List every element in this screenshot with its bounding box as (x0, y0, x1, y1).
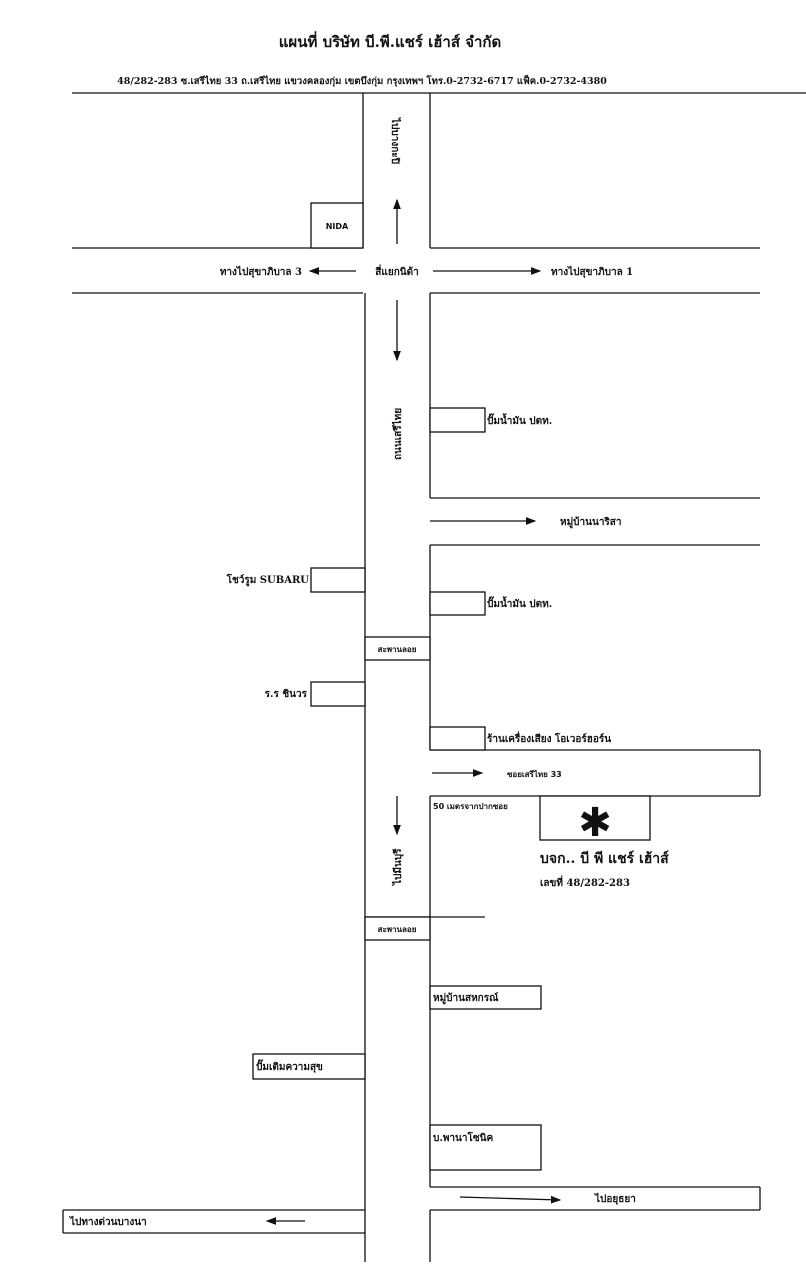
audio-shop-box (429, 726, 486, 751)
road-label-seri-thai: ถนนเสรีไทย (391, 408, 404, 460)
footbridge-1-box (364, 636, 431, 661)
map-title: แผนที่ บริษัท บี.พี.แชร์ เฮ้าส์ จำกัด (279, 31, 502, 51)
footbridge-2-label: สะพานลอย (378, 925, 417, 934)
happiness-station-box (252, 1053, 366, 1080)
school-label: ร.ร ชินวร (265, 688, 308, 700)
panasonic-box (429, 1124, 542, 1171)
road-label-sukhaphiban1: ทางไปสุขาภิบาล 1 (551, 265, 633, 278)
audio-shop-label: ร้านเครื่องเสียง โอเวอร์ฮอร์น (487, 731, 611, 745)
panasonic-label: บ.พานาโซนิค (433, 1131, 493, 1144)
narisa-village-label: หมู่บ้านนาริสา (560, 516, 622, 529)
company-box (539, 795, 651, 841)
footbridge-2-box (364, 916, 431, 941)
happiness-station-label: ปั๊มเติมความสุข (256, 1059, 323, 1073)
road-label-to-minburi: ไปมีนบุรี (391, 848, 404, 886)
ptt-station-2-label: ปั๊มน้ำมัน ปตท. (487, 596, 552, 610)
ptt-station-2-box (429, 591, 486, 616)
subaru-label: โชว์รูม SUBARU (226, 573, 310, 587)
road-label-sukhaphiban3: ทางไปสุขาภิบาล 3 (220, 265, 302, 278)
sahakorn-box (429, 985, 542, 1010)
school-box (310, 681, 366, 707)
soi-label: ซอยเสรีไทย 33 (507, 769, 562, 779)
sahakorn-label: หมู่บ้านสหกรณ์ (433, 992, 499, 1005)
footbridge-1-label: สะพานลอย (378, 645, 417, 654)
intersection-label: สี่แยกนิด้า (375, 264, 418, 278)
bangna-expressway-label: ไปทางด่วนบางนา (69, 1215, 147, 1228)
company-number: เลขที่ 48/282-283 (540, 875, 630, 889)
company-address: 48/282-283 ซ.เสรีไทย 33 ถ.เสรีไทย แขวงคล… (117, 74, 607, 87)
subaru-box (310, 567, 366, 593)
ptt-station-1-box (429, 407, 486, 433)
company-name: บจก.. บี พี แชร์ เฮ้าส์ (540, 850, 669, 867)
nida-box (310, 202, 364, 249)
road-edges (62, 93, 761, 1262)
asterisk-icon: ✱ (578, 800, 612, 846)
ptt-station-1-label: ปั๊มน้ำมัน ปตท. (487, 413, 552, 427)
distance-note: 50 เมตรจากปากซอย (433, 802, 508, 811)
arrow-right-icon (459, 1195, 562, 1204)
road-label-to-bangkapi: ไปบางกะปิ (389, 117, 402, 164)
nida-label: NIDA (326, 222, 349, 231)
ayutthaya-label: ไปอยุธยา (594, 1192, 636, 1205)
